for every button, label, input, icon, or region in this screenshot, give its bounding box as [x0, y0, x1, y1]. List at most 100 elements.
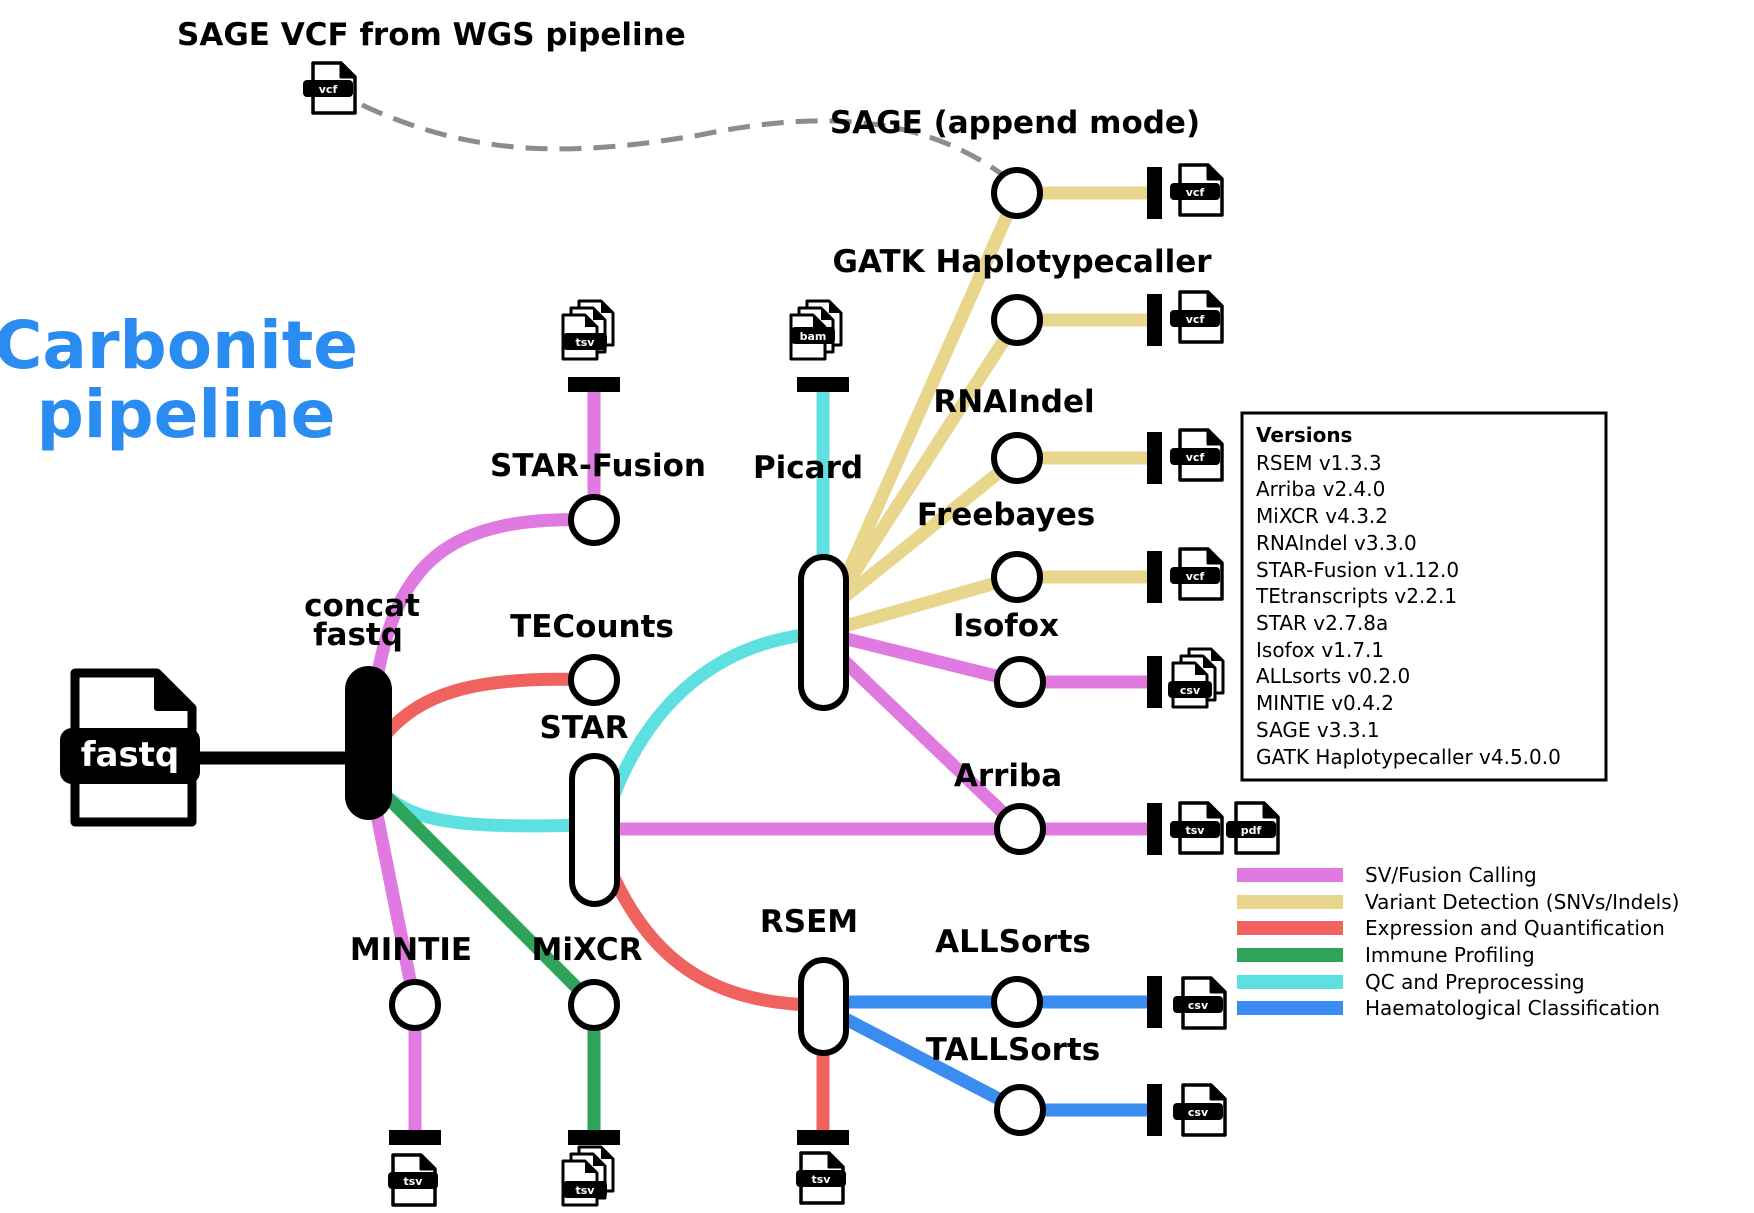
tecounts-node — [568, 654, 620, 706]
rnaindel-end-bar — [1147, 432, 1162, 484]
fastq-input-file: fastq — [60, 668, 200, 827]
title-line-1: Carbonite — [0, 307, 358, 384]
version-item: RSEM v1.3.3 — [1256, 451, 1382, 475]
concat-to-mintie-line — [368, 803, 422, 1007]
arriba-node — [994, 803, 1046, 855]
star-fusion-end-bar — [568, 377, 620, 392]
mixcr-tsv-tag: tsv — [576, 1184, 596, 1197]
picard-label: Picard — [753, 450, 863, 486]
version-item: RNAIndel v3.3.0 — [1256, 531, 1417, 555]
mintie-label: MINTIE — [350, 932, 472, 968]
mintie-node — [389, 979, 441, 1031]
tallsorts-csv-tag: csv — [1188, 1106, 1209, 1119]
gatk-end-bar — [1147, 294, 1162, 346]
rsem-label: RSEM — [760, 904, 858, 940]
picard-end-bar — [797, 377, 849, 392]
legend-label: QC and Preprocessing — [1365, 970, 1585, 994]
sage-vcf-dashed-line — [360, 102, 1005, 178]
version-item: Arriba v2.4.0 — [1256, 477, 1385, 501]
rnaindel-node — [991, 432, 1043, 484]
mintie-end-bar — [389, 1130, 441, 1145]
tallsorts-label: TALLSorts — [926, 1032, 1100, 1068]
isofox-node — [994, 656, 1046, 708]
version-item: ALLsorts v0.2.0 — [1256, 664, 1410, 688]
star-fusion-node — [568, 494, 620, 546]
isofox-csv-tag: csv — [1180, 684, 1201, 697]
versions-title: Versions — [1256, 423, 1352, 447]
sage-node — [991, 167, 1043, 219]
version-item: SAGE v3.3.1 — [1256, 718, 1380, 742]
star-to-picard-line — [605, 626, 824, 803]
rnaindel-vcf-tag: vcf — [1186, 451, 1205, 464]
star-fusion-label: STAR-Fusion — [490, 448, 706, 484]
version-item: MiXCR v4.3.2 — [1256, 504, 1388, 528]
allsorts-label: ALLSorts — [935, 924, 1091, 960]
version-item: MINTIE v0.4.2 — [1256, 691, 1394, 715]
picard-to-gatk-line — [832, 316, 1023, 602]
freebayes-end-bar — [1147, 551, 1162, 603]
rsem-to-tallsorts-line — [834, 1009, 1024, 1116]
concat-fastq-label: fastq — [313, 617, 403, 653]
arriba-tsv-output-file: tsv — [1170, 801, 1224, 855]
allsorts-csv-tag: csv — [1188, 999, 1209, 1012]
legend-label: Variant Detection (SNVs/Indels) — [1365, 890, 1679, 914]
version-item: GATK Haplotypecaller v4.5.0.0 — [1256, 745, 1561, 769]
arriba-pdf-output-file: pdf — [1226, 801, 1280, 855]
picard-bam-tag: bam — [800, 330, 827, 343]
legend-swatch-haemato — [1237, 1001, 1343, 1015]
picard-node — [798, 554, 849, 711]
tallsorts-csv-output-file: csv — [1173, 1083, 1227, 1137]
fastq-file-corner — [154, 670, 195, 711]
legend-label: SV/Fusion Calling — [1365, 863, 1537, 887]
concat-fastq-node — [345, 666, 392, 820]
legend-swatch-expression — [1237, 921, 1343, 935]
gatk-vcf-output-file: vcf — [1170, 290, 1224, 344]
arriba-pdf-tag: pdf — [1241, 824, 1262, 837]
sage-label: SAGE (append mode) — [830, 105, 1200, 141]
tallsorts-node — [994, 1084, 1046, 1136]
version-item: STAR-Fusion v1.12.0 — [1256, 558, 1459, 582]
isofox-end-bar — [1147, 656, 1162, 708]
picard-bam-output-files: bam — [789, 299, 843, 361]
legend-label: Immune Profiling — [1365, 943, 1535, 967]
legend-label: Haematological Classification — [1365, 996, 1660, 1020]
picard-to-arriba-line — [833, 650, 1025, 834]
fastq-file-tag — [60, 728, 200, 784]
allsorts-node — [991, 976, 1043, 1028]
star-node — [569, 753, 620, 907]
rnaindel-label: RNAIndel — [933, 384, 1094, 420]
fastq-file-label: fastq — [81, 735, 180, 775]
sage-vcf-from-wgs-label: SAGE VCF from WGS pipeline — [177, 17, 686, 53]
isofox-label: Isofox — [953, 608, 1059, 644]
star-fusion-tsv-tag: tsv — [576, 336, 596, 349]
picard-to-rnaindel-line — [833, 452, 1022, 608]
sage-wgs-vcf-file: vcf — [303, 61, 357, 115]
rsem-end-bar — [797, 1130, 849, 1145]
mixcr-label: MiXCR — [532, 932, 643, 968]
arriba-tsv-tag: tsv — [1186, 824, 1206, 837]
sage-end-bar — [1147, 167, 1162, 219]
gatk-node — [991, 294, 1043, 346]
versions-frame — [1240, 411, 1608, 782]
concat-to-tecounts-line — [380, 672, 595, 740]
mintie-tsv-output-file: tsv — [388, 1153, 438, 1207]
rsem-node — [798, 957, 849, 1056]
tecounts-label: TECounts — [510, 609, 674, 645]
star-label: STAR — [540, 710, 629, 746]
concat-to-star-fusion-line — [368, 513, 595, 691]
rnaindel-vcf-output-file: vcf — [1170, 428, 1224, 482]
legend-label: Expression and Quantification — [1365, 916, 1665, 940]
arriba-end-bar — [1147, 803, 1162, 855]
legend-swatch-sv-fusion — [1237, 868, 1343, 882]
versions-box: Versions RSEM v1.3.3 Arriba v2.4.0 MiXCR… — [1240, 411, 1608, 782]
isofox-csv-output-files: csv — [1168, 647, 1225, 709]
legend-swatch-immune — [1237, 948, 1343, 962]
freebayes-vcf-tag: vcf — [1186, 570, 1205, 583]
mixcr-tsv-output-files: tsv — [561, 1145, 615, 1207]
arriba-label: Arriba — [954, 758, 1062, 794]
gatk-vcf-tag: vcf — [1186, 313, 1205, 326]
rsem-tsv-output-file: tsv — [796, 1151, 846, 1205]
mintie-tsv-tag: tsv — [404, 1175, 424, 1188]
picard-to-freebayes-line — [836, 570, 1019, 635]
